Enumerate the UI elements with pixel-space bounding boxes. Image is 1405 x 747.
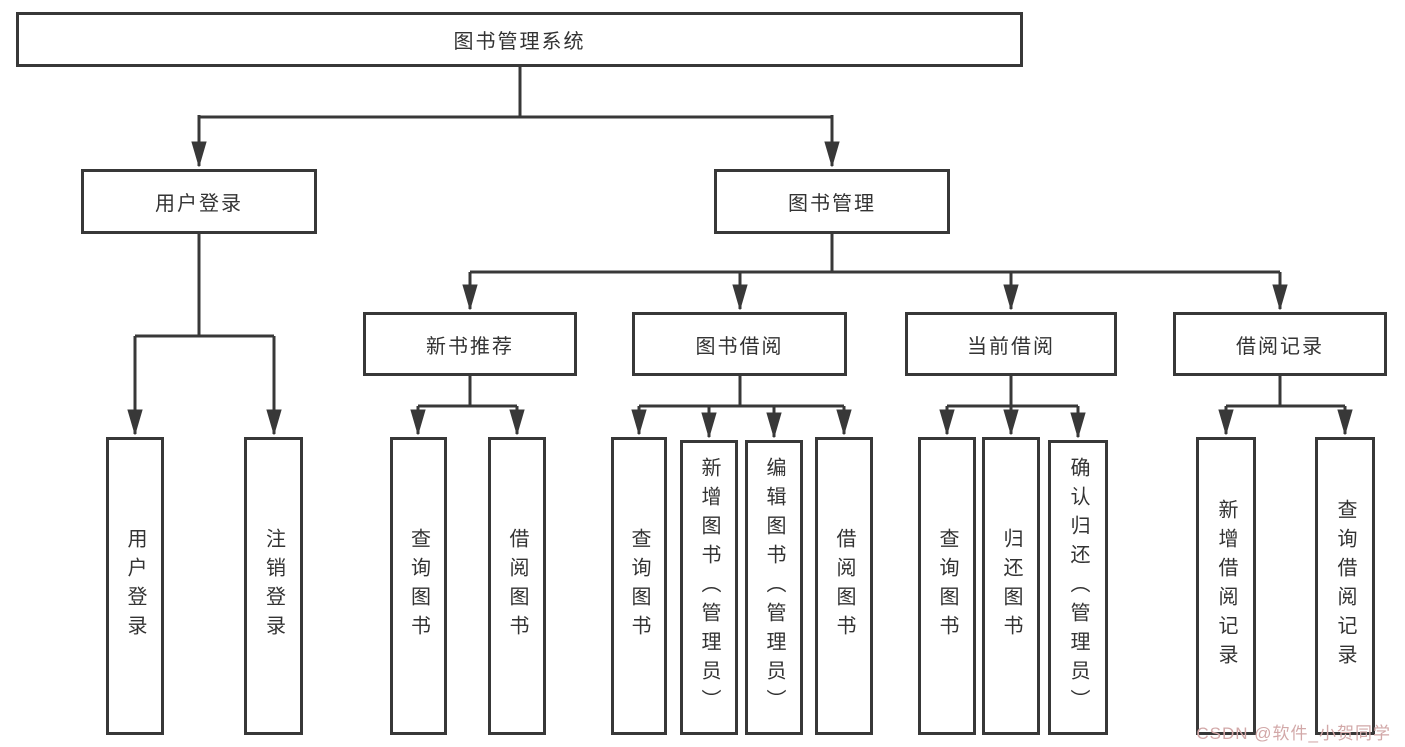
record-leaves-connector	[1226, 376, 1345, 434]
leaf-borrow-borrow-books: 借阅图书	[815, 437, 873, 735]
leaf-borrow-add-books-admin: 新增图书（管理员）	[680, 440, 738, 735]
leaf-user-login: 用户登录	[106, 437, 164, 735]
leaf-logout: 注销登录	[244, 437, 303, 735]
book-management-branch-connector	[470, 234, 1280, 309]
user-login-branch-connector	[135, 234, 274, 434]
csdn-watermark: CSDN @软件_小贺同学	[1196, 724, 1391, 743]
leaf-current-query-books: 查询图书	[918, 437, 976, 735]
current-leaves-connector	[947, 376, 1078, 437]
leaf-recommend-query-books: 查询图书	[390, 437, 447, 735]
leaf-current-confirm-return-admin: 确认归还（管理员）	[1048, 440, 1108, 735]
leaf-current-return-books: 归还图书	[982, 437, 1040, 735]
root-to-level2-connector	[199, 67, 832, 166]
leaf-records-query-record: 查询借阅记录	[1315, 437, 1375, 735]
borrow-leaves-connector	[639, 376, 844, 437]
node-root: 图书管理系统	[16, 12, 1023, 67]
leaf-borrow-query-books: 查询图书	[611, 437, 667, 735]
node-book-borrow: 图书借阅	[632, 312, 847, 376]
leaf-records-add-record: 新增借阅记录	[1196, 437, 1256, 735]
node-current-borrow: 当前借阅	[905, 312, 1117, 376]
recommend-leaves-connector	[418, 376, 517, 434]
node-borrow-records: 借阅记录	[1173, 312, 1387, 376]
leaf-borrow-edit-books-admin: 编辑图书（管理员）	[745, 440, 803, 735]
node-user-login: 用户登录	[81, 169, 317, 234]
leaf-recommend-borrow-books: 借阅图书	[488, 437, 546, 735]
node-new-book-recommend: 新书推荐	[363, 312, 577, 376]
node-book-management: 图书管理	[714, 169, 950, 234]
